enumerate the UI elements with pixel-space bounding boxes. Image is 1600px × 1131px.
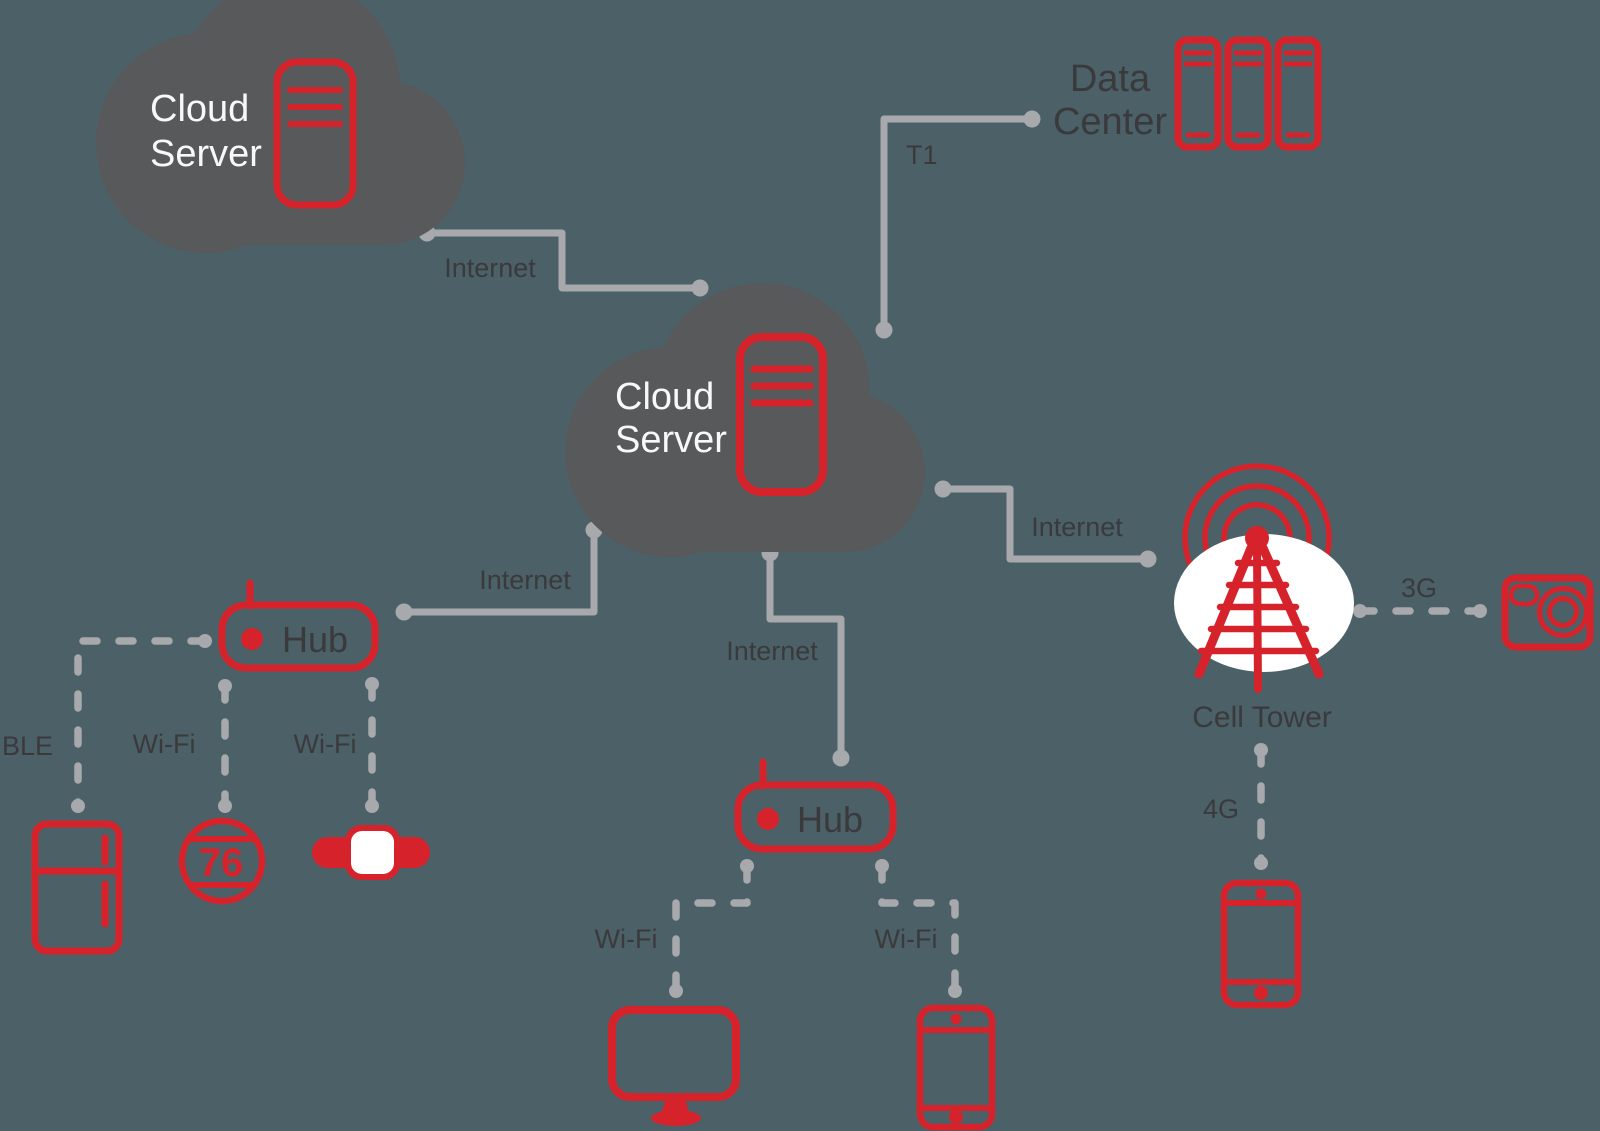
connection-internet-cloud2-hub-center: Internet [726,544,850,767]
node-hub-left: Hub [218,579,379,672]
cloud-server-title-line2: Server [615,419,727,461]
server-icon [736,333,827,496]
server-icon [273,58,357,209]
node-data-center: Data Center [1053,36,1322,151]
hub-router-icon [218,601,379,672]
hub-status-dot [241,628,263,650]
internet-label: Internet [479,565,571,595]
hub-router-icon [734,781,897,853]
thermostat-icon: 76 [178,817,266,905]
node-hub-center: Hub [734,758,897,853]
hub-label: Hub [797,799,863,840]
connection-internet-cloud2-celltower: Internet [934,480,1157,568]
cloud-server-title-line2: Server [150,133,262,175]
hub-status-dot [757,808,779,830]
connection-internet-cloud1-cloud2: Internet [418,224,709,297]
connection-wifi-hub-watch: Wi-Fi [294,677,379,813]
connection-wifi-hub2-smartphone: Wi-Fi [875,859,962,998]
smartphone-icon [1220,879,1302,1009]
connection-4g-celltower-phone: 4G [1203,743,1268,870]
cloud-icon [565,283,925,557]
wifi-label: Wi-Fi [595,924,658,954]
smartphone-icon [916,1004,996,1131]
server-rack-icon [1174,36,1222,151]
data-center-title-line2: Center [1053,101,1167,143]
ble-label: BLE [2,731,53,761]
radio-waves-icon [1182,463,1332,572]
connection-wifi-hub-thermostat: Wi-Fi [133,679,232,813]
node-cell-tower: Cell Tower [1174,463,1354,734]
wifi-label: Wi-Fi [294,729,357,759]
node-cloud-server-top-left: Cloud Server [96,0,465,253]
hub-label: Hub [282,619,348,660]
cell-tower-icon [1194,526,1324,693]
wifi-label: Wi-Fi [133,729,196,759]
connection-ble-hub-fridge: BLE [2,634,212,813]
connection-internet-cloud2-hub-left: Internet [395,521,603,621]
thermostat-reading: 76 [199,841,244,885]
connection-t1-cloud2-datacenter: T1 [875,110,1041,339]
camera-icon [1501,574,1594,651]
internet-label: Internet [726,636,818,666]
refrigerator-icon [31,820,123,955]
data-center-title-line1: Data [1070,58,1151,100]
cloud-server-title-line1: Cloud [615,376,714,418]
server-rack-icon [1224,36,1272,151]
4g-label: 4G [1203,794,1239,824]
cell-tower-backdrop [1174,534,1354,672]
t1-label: T1 [906,140,938,170]
internet-label: Internet [1031,512,1123,542]
connection-3g-celltower-camera: 3G [1353,573,1487,618]
wifi-label: Wi-Fi [875,924,938,954]
cloud-server-title-line1: Cloud [150,88,249,130]
internet-label: Internet [444,253,536,283]
connection-wifi-hub2-monitor: Wi-Fi [595,859,754,998]
cell-tower-label: Cell Tower [1192,701,1332,734]
server-rack-icon [1274,36,1322,151]
monitor-icon [608,1006,740,1126]
3g-label: 3G [1401,573,1437,603]
node-cloud-server-center: Cloud Server [565,283,925,557]
smartwatch-icon [312,825,430,880]
